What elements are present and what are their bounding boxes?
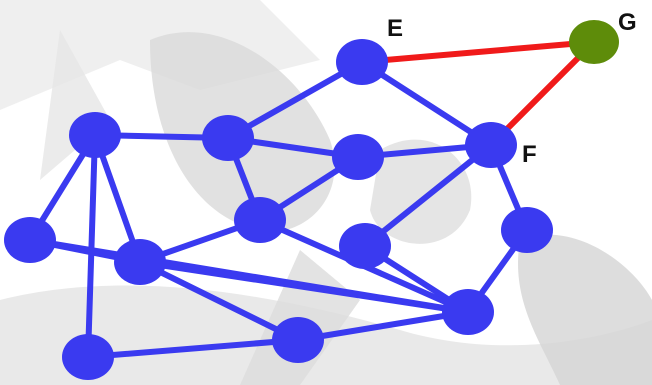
graph-edge	[359, 59, 494, 148]
graph-edge	[225, 59, 365, 141]
graph-node	[202, 115, 254, 161]
background-shape	[40, 30, 110, 180]
graph-node	[336, 39, 388, 85]
node-label-e: E	[387, 15, 403, 42]
graph-edge	[85, 337, 301, 360]
node-label-g: G	[618, 9, 637, 36]
graph-node	[4, 217, 56, 263]
graph-node	[332, 134, 384, 180]
background-shape	[518, 234, 652, 385]
graph-node	[62, 334, 114, 380]
node-layer	[4, 20, 619, 380]
highlighted-edge	[359, 39, 597, 65]
graph-node	[465, 122, 517, 168]
background-shape	[370, 139, 472, 244]
graph-edge	[362, 142, 494, 249]
graph-node	[442, 289, 494, 335]
label-layer: E F G	[387, 9, 637, 168]
graph-node	[234, 197, 286, 243]
node-label-f: F	[522, 141, 537, 168]
graph-edge	[295, 309, 471, 343]
graph-edge	[137, 259, 301, 343]
graph-edge	[137, 259, 471, 315]
graph-node	[272, 317, 324, 363]
graph-edge	[85, 132, 98, 360]
graph-node	[69, 112, 121, 158]
graph-node	[339, 223, 391, 269]
graph-node	[501, 207, 553, 253]
graph-node	[114, 239, 166, 285]
graph-node-g	[569, 20, 619, 64]
